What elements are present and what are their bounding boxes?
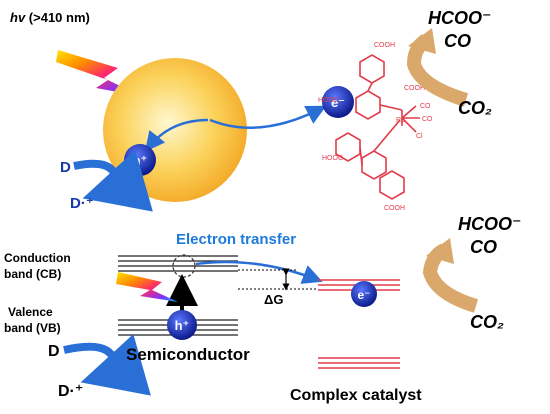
light-range: (>410 nm)	[29, 10, 90, 25]
donor-label: D	[48, 343, 60, 360]
electron-transfer-arrow	[209, 105, 327, 129]
product-co-top: CO	[444, 31, 471, 51]
catalyst-homo-lines	[318, 357, 400, 369]
reactant-co2-top: CO₂	[458, 98, 492, 118]
electron-transfer-arrow	[195, 260, 323, 284]
electron-ball	[351, 281, 377, 307]
semiconductor-label: Semiconductor	[126, 345, 250, 364]
donor-oxidized-label: D·⁺	[58, 383, 83, 400]
lightning-bolt-icon	[56, 50, 140, 96]
light-prefix: hv	[10, 10, 26, 25]
cooh-label-5: COOH	[384, 205, 405, 212]
curved-arrow-head	[426, 238, 454, 264]
valence-band-label-line2: band (VB)	[4, 321, 61, 335]
reactant-co2-bottom: CO₂	[470, 312, 504, 332]
hole-label: h⁺	[175, 318, 190, 333]
curved-arrow-head	[408, 28, 436, 54]
donor-oxidized-label: D·⁺	[70, 195, 94, 212]
product-formate-top: HCOO⁻	[428, 8, 492, 28]
electron-label: e⁻	[357, 288, 370, 302]
donor-label: D	[60, 159, 71, 176]
conduction-band-label-line2: band (CB)	[4, 267, 61, 281]
cooh-label-3: COOH	[404, 85, 425, 92]
electron-label: e⁻	[331, 95, 345, 110]
ru-complex-structure	[335, 54, 420, 200]
cooh-label-4: HOOC	[322, 155, 343, 162]
light-label: hv (>410 nm)	[10, 10, 90, 25]
cooh-label-1: COOH	[374, 42, 395, 49]
hole-label: h⁺	[133, 153, 148, 168]
cooh-label-2: HOOC	[318, 97, 339, 104]
product-formate-bottom: HCOO⁻	[458, 214, 522, 234]
hole-ball	[167, 310, 197, 340]
product-co-bottom: CO	[470, 237, 497, 257]
conduction-band-label-line1: Conduction	[4, 251, 71, 265]
valence-band-label-line1: Valence	[8, 305, 53, 319]
conduction-band-lines	[118, 255, 238, 272]
semiconductor-sphere	[103, 58, 247, 202]
complex-catalyst-label: Complex catalyst	[290, 387, 422, 404]
delta-g-label: ΔG	[264, 292, 283, 307]
ligand-cl: Cl	[416, 133, 423, 140]
electron-ball	[322, 86, 354, 118]
lightning-bolt-icon	[116, 272, 178, 302]
curved-arrow-icon	[73, 150, 153, 212]
electron-transfer-label: Electron transfer	[176, 231, 296, 248]
ligand-co-2: CO	[422, 116, 433, 123]
metal-label: Ru	[396, 117, 405, 124]
hole-migration-arrow	[144, 118, 209, 152]
curved-arrow-icon	[63, 334, 151, 396]
ligand-co-1: CO	[420, 103, 431, 110]
